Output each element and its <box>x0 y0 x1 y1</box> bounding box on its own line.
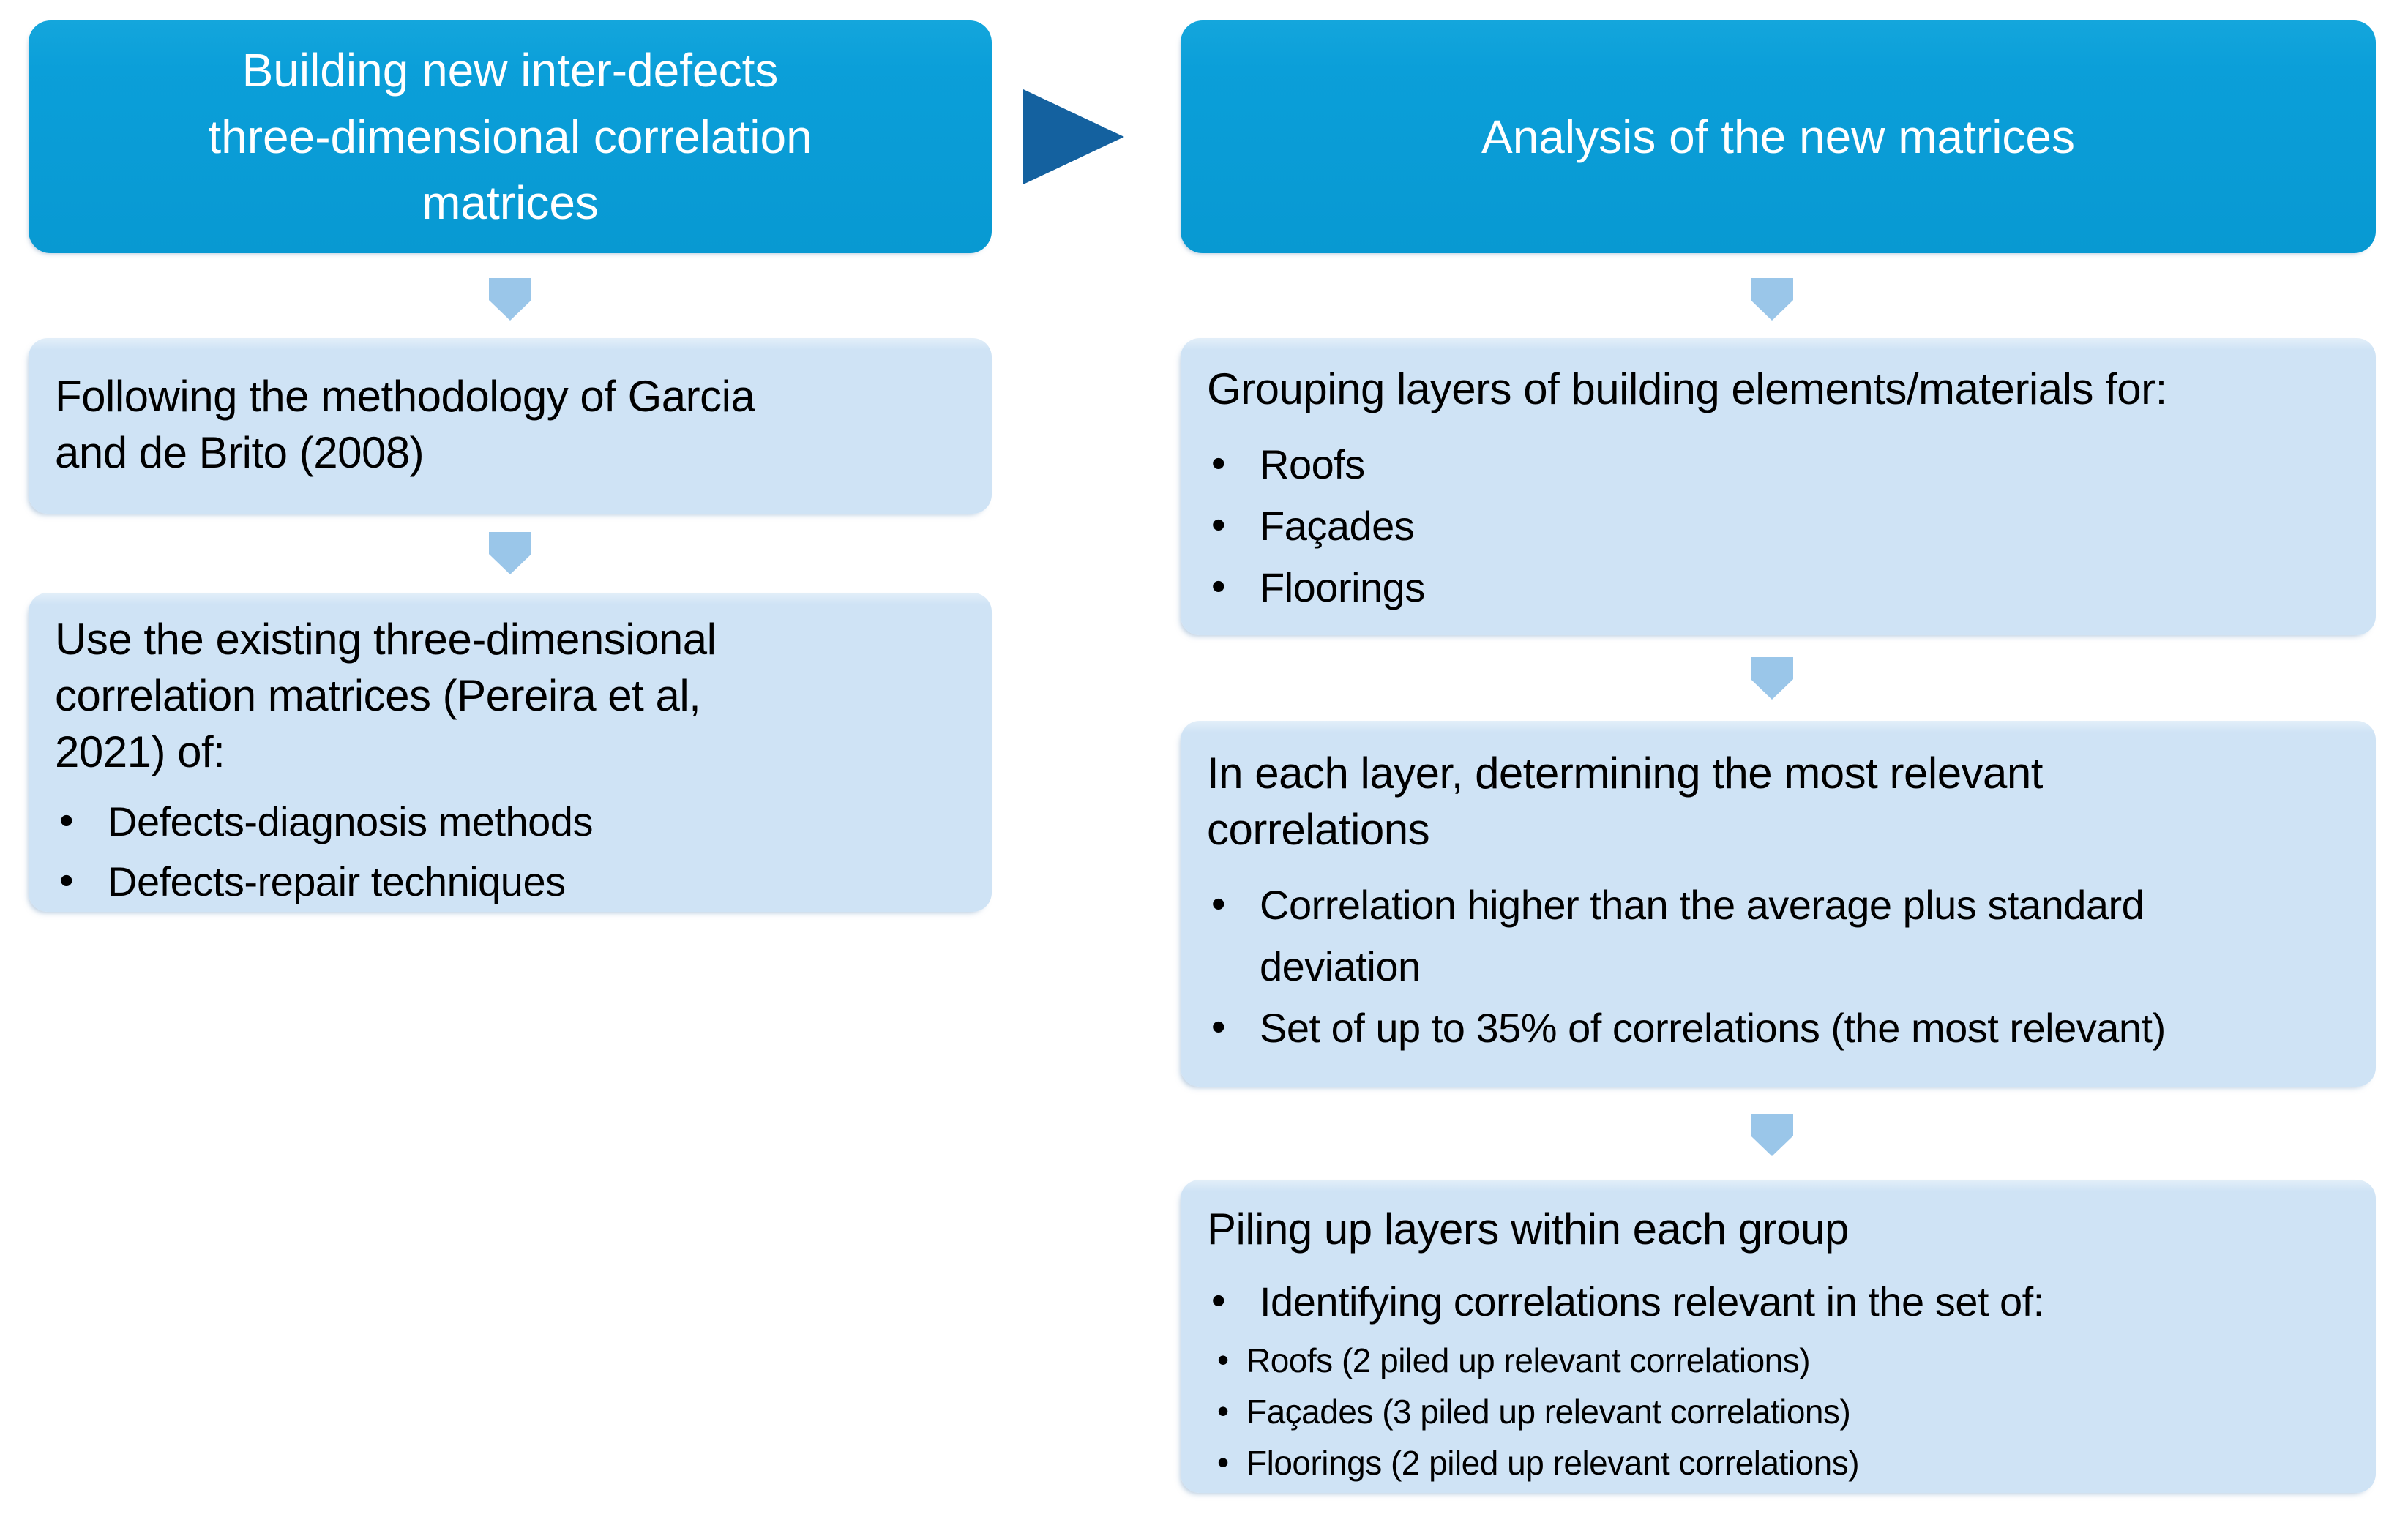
bullet-item: Defects-repair techniques <box>55 850 965 911</box>
left-step-2-title: Use the existing three-dimensional corre… <box>55 615 717 776</box>
bullet-item: Façades <box>1207 494 2349 557</box>
bullet-item: Set of up to 35% of correlations (the mo… <box>1207 996 2349 1059</box>
down-arrow-icon <box>1751 1114 1793 1156</box>
right-arrow-icon <box>1023 89 1124 184</box>
right-step-1-title: Grouping layers of building elements/mat… <box>1207 364 2167 413</box>
left-step-1-box: Following the methodology of Garcia and … <box>29 338 992 514</box>
right-step-2-box: In each layer, determining the most rele… <box>1181 721 2376 1087</box>
left-step-2-bullet-list: Defects-diagnosis methods Defects-repair… <box>55 790 965 911</box>
right-step-2-bullet-list: Correlation higher than the average plus… <box>1207 873 2349 1059</box>
right-step-2-title: In each layer, determining the most rele… <box>1207 749 2043 854</box>
left-header-title: Building new inter-defects three-dimensi… <box>208 43 812 230</box>
right-step-3-sub-bullet-list: Roofs (2 piled up relevant correlations)… <box>1217 1335 2349 1489</box>
bullet-item: Floorings <box>1207 555 2349 618</box>
down-arrow-icon <box>1751 657 1793 700</box>
right-step-1-bullet-list: Roofs Façades Floorings <box>1207 432 2349 618</box>
down-arrow-icon <box>489 532 531 574</box>
left-header-box: Building new inter-defects three-dimensi… <box>29 20 992 253</box>
right-step-3-title: Piling up layers within each group <box>1207 1205 1849 1254</box>
left-step-2-box: Use the existing three-dimensional corre… <box>29 593 992 912</box>
right-step-3-bullet-list: Identifying correlations relevant in the… <box>1207 1270 2349 1333</box>
left-step-1-title: Following the methodology of Garcia and … <box>55 372 755 477</box>
bullet-item: Correlation higher than the average plus… <box>1207 873 2349 997</box>
right-step-1-box: Grouping layers of building elements/mat… <box>1181 338 2376 635</box>
down-arrow-icon <box>489 278 531 321</box>
right-header-title: Analysis of the new matrices <box>1481 110 2075 163</box>
bullet-item: Identifying correlations relevant in the… <box>1207 1270 2349 1333</box>
bullet-item: Defects-diagnosis methods <box>55 790 965 851</box>
right-header-box: Analysis of the new matrices <box>1181 20 2376 253</box>
sub-bullet-item: Façades (3 piled up relevant correlation… <box>1217 1386 2349 1438</box>
bullet-item: Roofs <box>1207 432 2349 495</box>
sub-bullet-item: Floorings (2 piled up relevant correlati… <box>1217 1437 2349 1489</box>
right-step-3-box: Piling up layers within each group Ident… <box>1181 1180 2376 1493</box>
down-arrow-icon <box>1751 278 1793 321</box>
sub-bullet-item: Roofs (2 piled up relevant correlations) <box>1217 1335 2349 1387</box>
